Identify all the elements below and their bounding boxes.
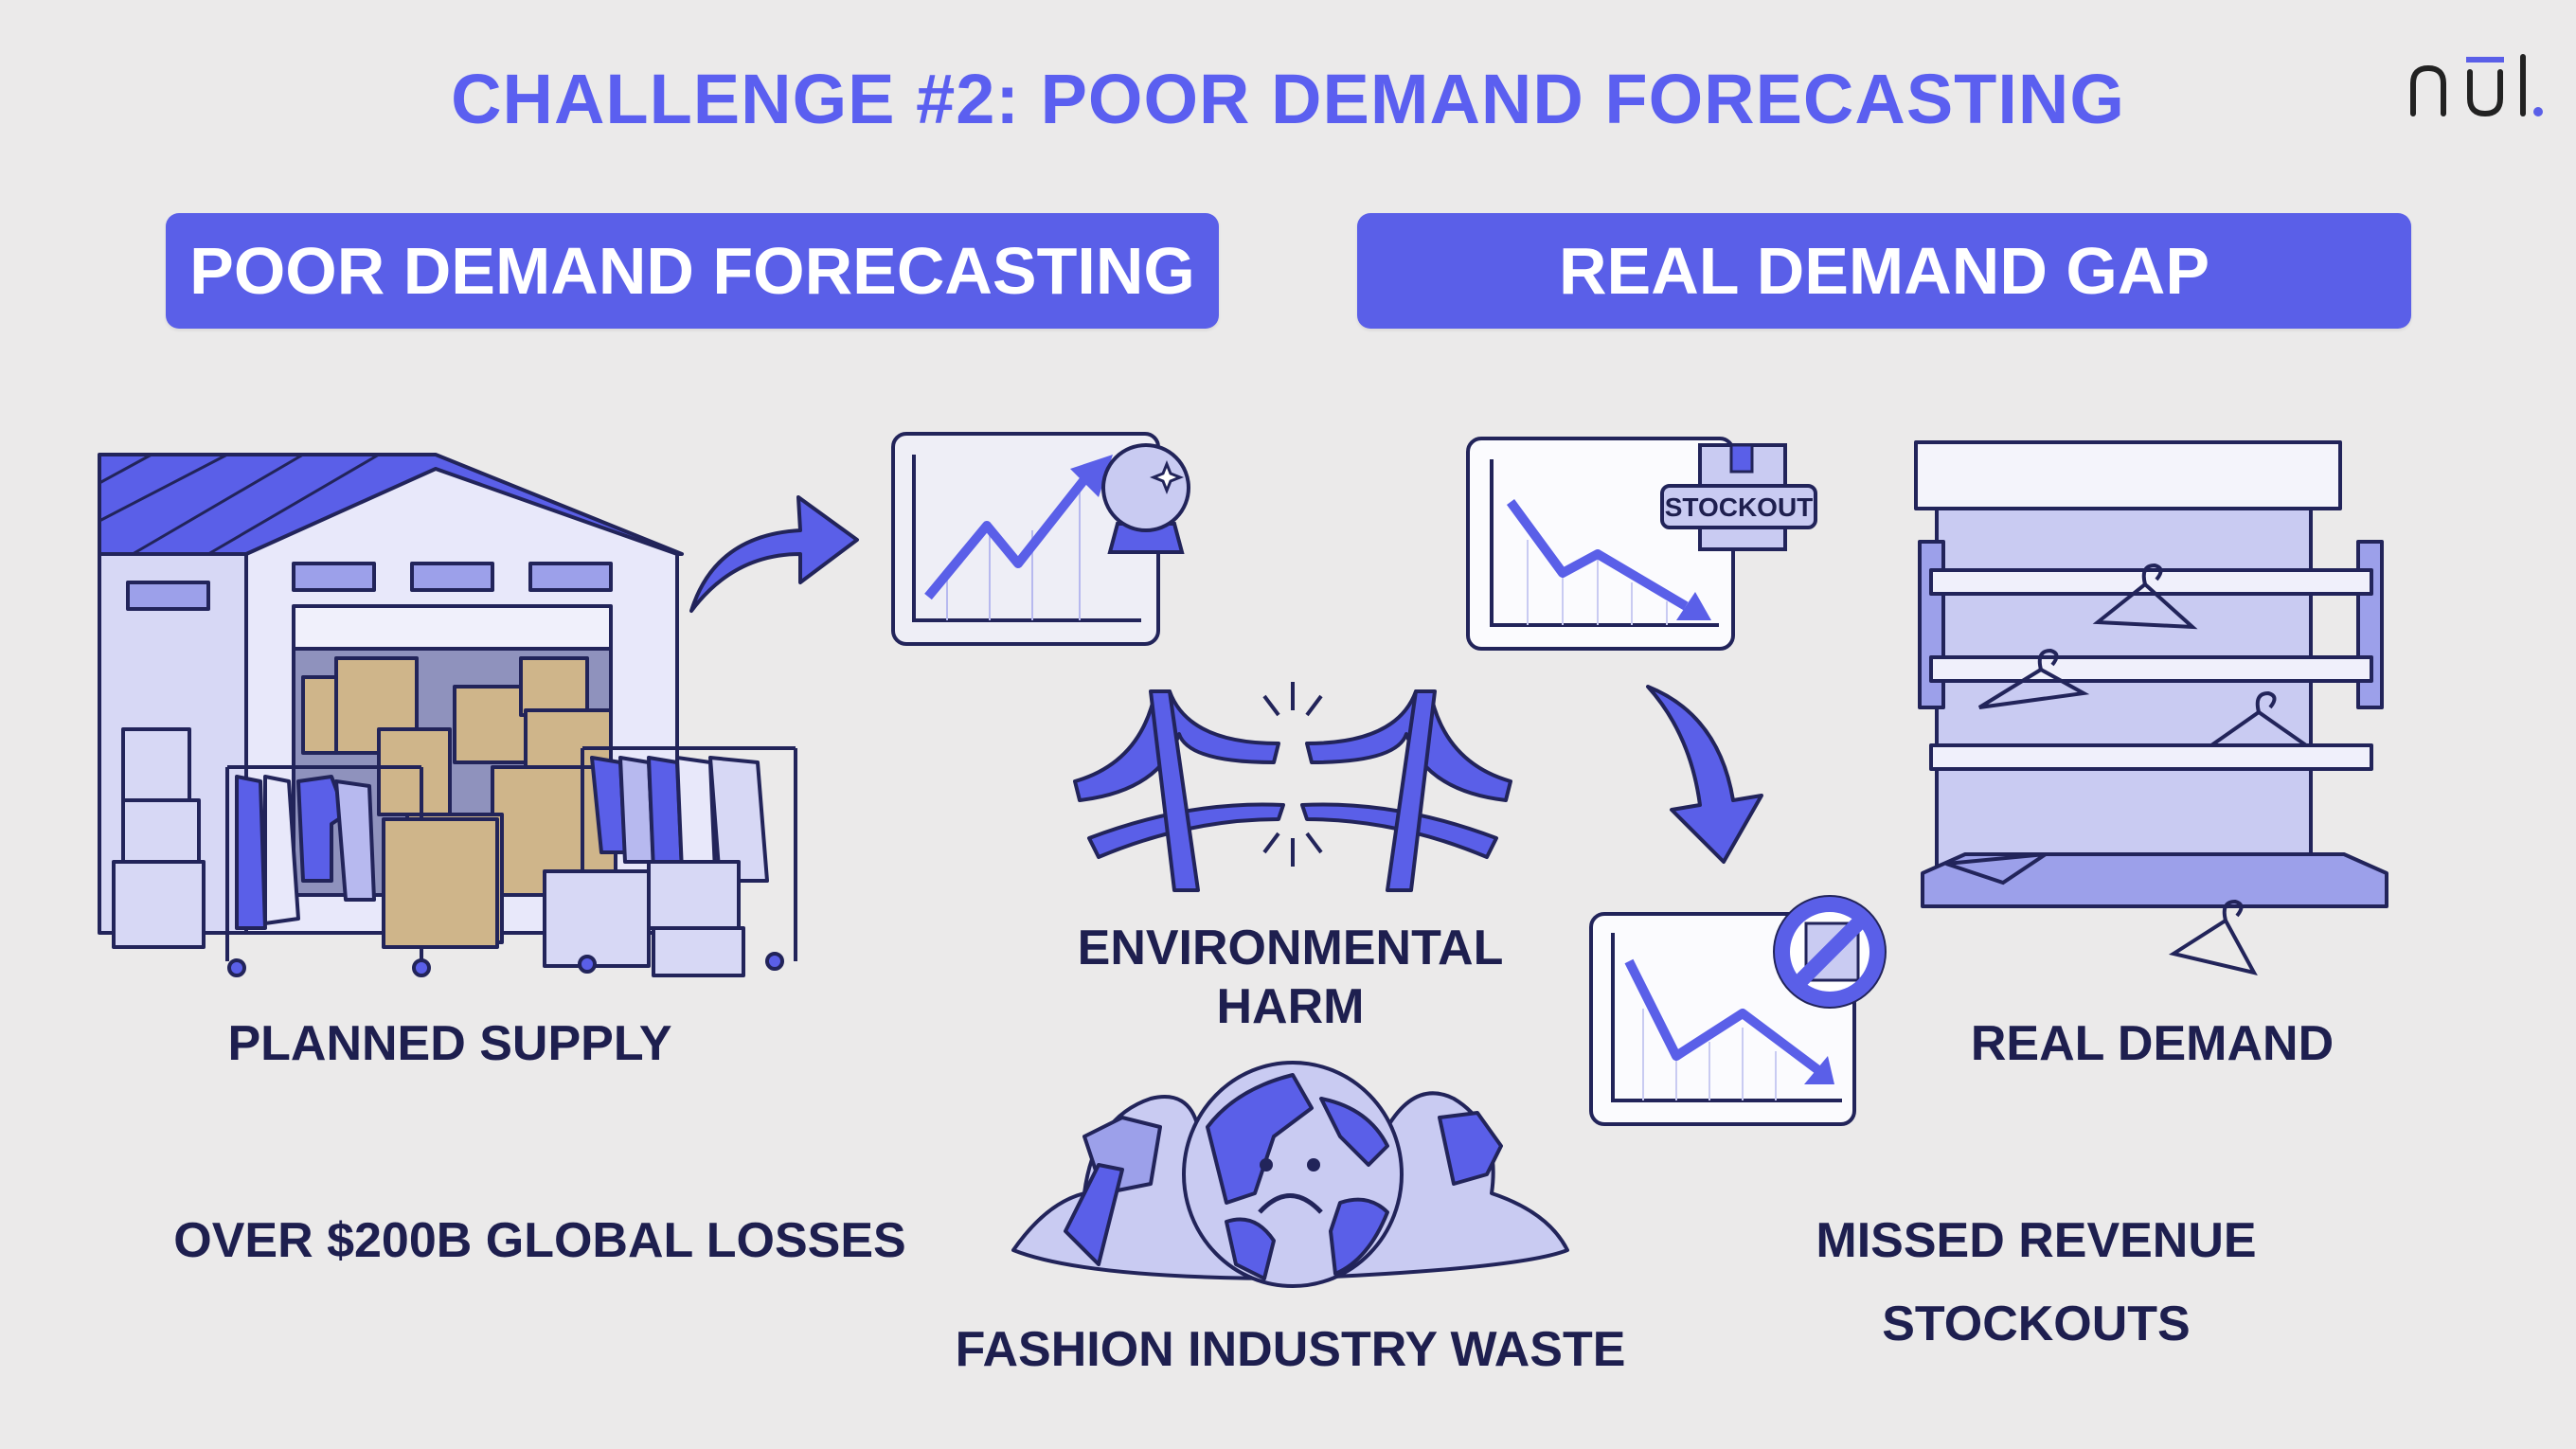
broken-bridge-icon	[1073, 682, 1512, 892]
env-harm-line1: ENVIRONMENTAL	[1077, 921, 1504, 975]
sad-earth-icon	[1011, 1061, 1569, 1288]
brand-logo	[2406, 38, 2557, 123]
prohibited-box-icon	[1773, 895, 1887, 1009]
stockout-box-icon: STOCKOUT	[1660, 443, 1817, 551]
label-real-demand: REAL DEMAND	[1970, 1016, 2334, 1071]
prohibited-chart-icon	[1589, 895, 1887, 1126]
empty-shelf-icon	[1914, 440, 2388, 975]
label-missed-revenue: MISSED REVENUE	[1816, 1213, 2257, 1268]
banner-label: POOR DEMAND FORECASTING	[189, 234, 1195, 308]
label-planned-supply: PLANNED SUPPLY	[227, 1016, 672, 1071]
crystal-ball-icon	[1101, 443, 1190, 554]
label-stockouts: STOCKOUTS	[1882, 1297, 2191, 1351]
stockout-badge: STOCKOUT	[1665, 492, 1814, 522]
banner-real-demand-gap: REAL DEMAND GAP	[1357, 213, 2411, 329]
nul-logo-icon	[2410, 54, 2543, 117]
falling-chart-icon: STOCKOUT	[1466, 437, 1817, 651]
label-global-losses: OVER $200B GLOBAL LOSSES	[173, 1213, 906, 1268]
label-fashion-industry-waste: FASHION INDUSTRY WASTE	[955, 1322, 1626, 1377]
down-arrow-icon	[1646, 685, 1763, 864]
banner-poor-demand-forecasting: POOR DEMAND FORECASTING	[166, 213, 1219, 329]
page-title: CHALLENGE #2: POOR DEMAND FORECASTING	[451, 60, 2125, 138]
banner-label: REAL DEMAND GAP	[1558, 234, 2210, 308]
label-environmental-harm: ENVIRONMENTAL HARM	[1023, 919, 1558, 1036]
curved-arrow-icon	[689, 495, 859, 613]
env-harm-line2: HARM	[1216, 979, 1365, 1034]
warehouse-icon	[98, 453, 797, 977]
hanger-icon	[1945, 563, 2313, 975]
rising-chart-icon	[891, 432, 1190, 646]
